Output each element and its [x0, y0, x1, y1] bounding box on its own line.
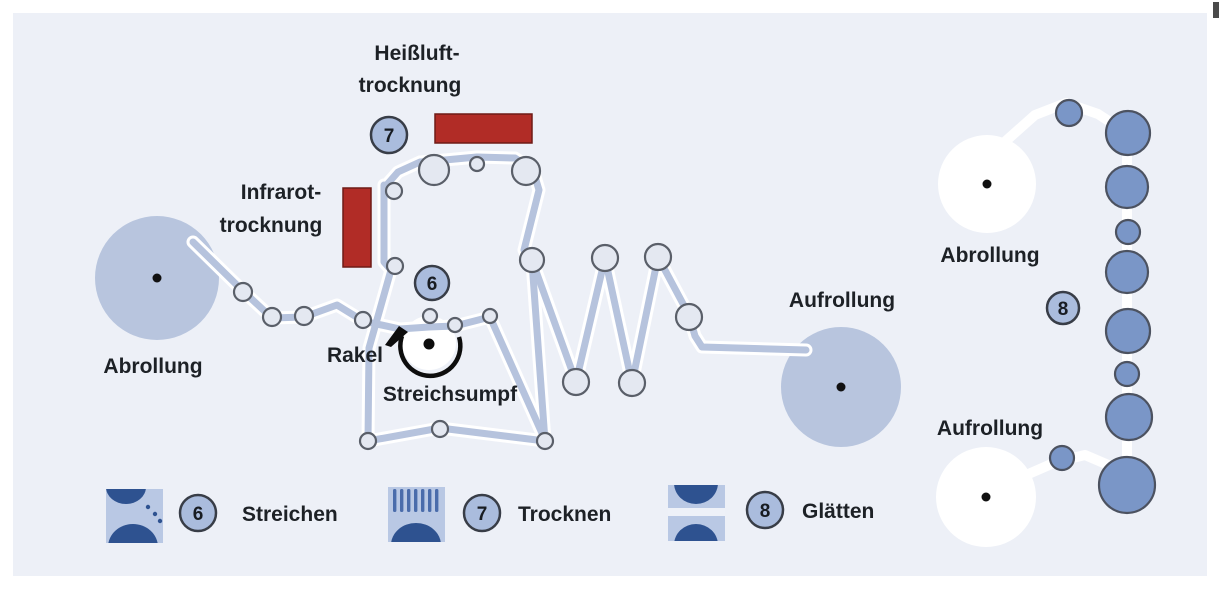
- label-doctor-blade: Rakel: [327, 344, 383, 367]
- roller: [468, 155, 486, 173]
- roller: [261, 306, 283, 328]
- label-coating-sump: Streichsumpf: [383, 383, 518, 406]
- calender-stack: [1048, 98, 1157, 515]
- legend-badge-6: [178, 493, 218, 533]
- roller: [643, 242, 673, 272]
- label-rewind-mid: Aufrollung: [789, 289, 895, 312]
- calender-roll: [1104, 109, 1152, 157]
- roller: [518, 246, 546, 274]
- roller: [617, 368, 647, 398]
- roller: [561, 367, 591, 397]
- doctor-blade: [385, 326, 408, 347]
- roller: [674, 302, 704, 332]
- legend-badge-8: [745, 490, 785, 530]
- calender-roll: [1104, 307, 1152, 355]
- roller: [481, 307, 499, 325]
- roll-center-dots: [152, 179, 992, 502]
- infrared-dryer: [342, 187, 372, 268]
- roller: [446, 316, 464, 334]
- legend-badge-8-number: 8: [760, 501, 771, 522]
- roller: [353, 310, 373, 330]
- badge-8-circle: [1045, 290, 1081, 326]
- backing-roll-center-dot: [423, 338, 435, 350]
- roller: [293, 305, 315, 327]
- calender-exit-roller: [1048, 444, 1076, 472]
- badge-6-circle: [413, 264, 451, 302]
- label-hot-air-line1: Heißluft-: [374, 42, 459, 65]
- calender-roll: [1114, 218, 1142, 246]
- legend-label-streichen: Streichen: [242, 503, 338, 526]
- label-unwind-right: Abrollung: [940, 244, 1039, 267]
- badge-7-circle: [369, 115, 409, 155]
- roller: [385, 256, 405, 276]
- legend-item-glaetten: 8 Glätten: [668, 485, 874, 541]
- coating-sump-arc: [398, 335, 463, 379]
- roller: [417, 153, 451, 187]
- label-infrared-line1: Infrarot-: [241, 181, 322, 204]
- page-edge-artifact: [1213, 2, 1219, 18]
- label-unwind-left: Abrollung: [103, 355, 202, 378]
- roller: [421, 307, 439, 325]
- roller: [510, 155, 542, 187]
- roller: [430, 419, 450, 439]
- legend-badge-6-number: 6: [193, 504, 204, 525]
- calender-roll: [1104, 249, 1150, 295]
- roller: [358, 431, 378, 451]
- hot-air-dryer: [434, 113, 533, 144]
- roller: [232, 281, 254, 303]
- roller: [590, 243, 620, 273]
- calender-roll: [1097, 455, 1157, 515]
- label-hot-air-line2: trocknung: [359, 74, 462, 97]
- roller: [384, 181, 404, 201]
- diagram-badges: 7 6 8: [369, 115, 1081, 326]
- badge-7-number: 7: [384, 126, 395, 147]
- calender-lead-roller: [1054, 98, 1084, 128]
- calender-roll: [1104, 392, 1154, 442]
- legend-item-streichen: 6 Streichen: [106, 489, 338, 543]
- legend-label-trocknen: Trocknen: [518, 503, 611, 526]
- badge-8-number: 8: [1058, 299, 1069, 320]
- label-infrared-line2: trocknung: [220, 214, 323, 237]
- station-labels: Heißluft- trocknung Infrarot- trocknung …: [103, 42, 1043, 440]
- guide-rollers: [232, 153, 704, 451]
- legend-label-glaetten: Glätten: [802, 500, 874, 523]
- calender-roll: [1104, 164, 1150, 210]
- calender-roll: [1113, 360, 1141, 388]
- badge-6-number: 6: [427, 274, 438, 295]
- label-rewind-right: Aufrollung: [937, 417, 1043, 440]
- legend: 6 Streichen 7 Trocknen: [106, 485, 874, 543]
- legend-item-trocknen: 7 Trocknen: [388, 487, 611, 542]
- legend-badge-7: [462, 493, 502, 533]
- legend-badge-7-number: 7: [477, 504, 488, 525]
- roller: [535, 431, 555, 451]
